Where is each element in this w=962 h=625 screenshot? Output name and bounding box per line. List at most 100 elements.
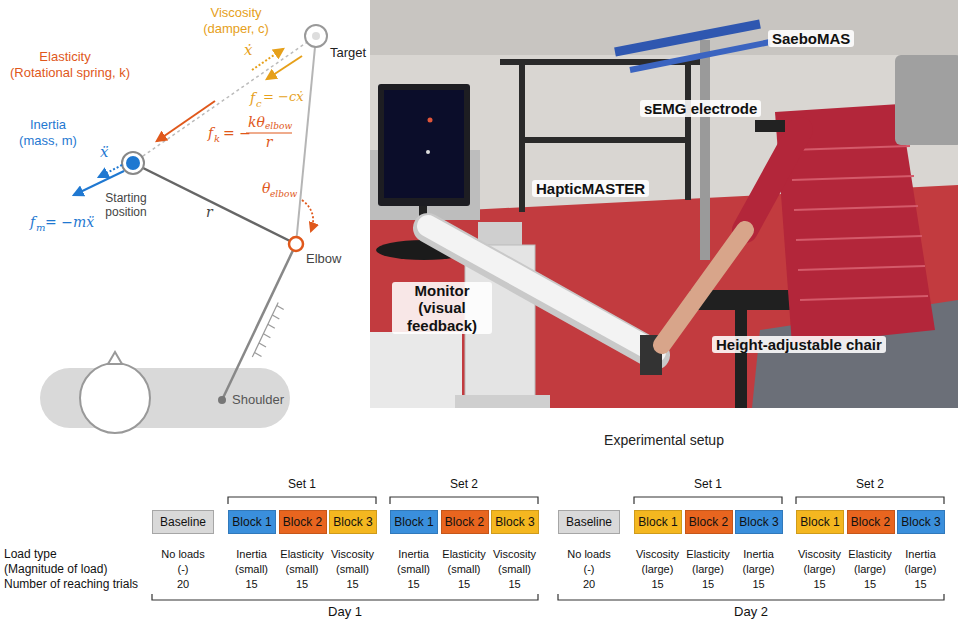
elbow-angle-arrow xyxy=(302,200,313,231)
force-equation: = −mẍ xyxy=(45,214,94,230)
trial-count: 15 xyxy=(864,578,876,591)
load-name: Inertia xyxy=(30,118,66,133)
load-name: Viscosity xyxy=(210,6,261,21)
load-block: Block 1 xyxy=(228,510,276,534)
load-block: Block 2 xyxy=(279,510,327,534)
upper-arm xyxy=(222,244,296,400)
trial-count: 15 xyxy=(508,578,520,591)
acceleration-arrow xyxy=(99,165,122,177)
trial-count: 15 xyxy=(458,578,470,591)
trial-count: 15 xyxy=(346,578,358,591)
load-magnitude: (large) xyxy=(642,563,674,576)
load-magnitude: (large) xyxy=(692,563,724,576)
load-magnitude: (large) xyxy=(743,563,775,576)
emg-strap xyxy=(755,120,785,132)
baseline-box: Baseline xyxy=(558,510,620,534)
load-type: Inertia xyxy=(905,548,936,561)
load-magnitude: (large) xyxy=(854,563,886,576)
target-circle xyxy=(305,25,327,47)
trial-count: 15 xyxy=(651,578,663,591)
block-label: Block 1 xyxy=(800,515,839,529)
trial-count: 15 xyxy=(702,578,714,591)
block-label: Block 3 xyxy=(495,515,534,529)
monitor-screen xyxy=(384,90,464,198)
force-symbol: f xyxy=(208,125,213,141)
brackets xyxy=(152,497,944,600)
reach-path xyxy=(133,36,316,163)
velocity-symbol: ẋ xyxy=(244,42,252,59)
load-block: Block 1 xyxy=(634,510,682,534)
set-label: Set 2 xyxy=(856,478,884,492)
trial-count: 15 xyxy=(245,578,257,591)
saebo-post xyxy=(700,40,710,260)
block-label: Block 2 xyxy=(689,515,728,529)
fraction-denominator: r xyxy=(266,134,273,150)
load-magnitude: (large) xyxy=(905,563,937,576)
target-center xyxy=(312,32,320,40)
trial-count: 15 xyxy=(813,578,825,591)
load-type: No loads xyxy=(161,548,204,561)
load-block: Block 1 xyxy=(390,510,438,534)
sleeve xyxy=(745,130,800,230)
screen-dot xyxy=(428,118,433,123)
load-type: Inertia xyxy=(236,548,267,561)
block-label: Block 2 xyxy=(851,515,890,529)
radius-symbol: r xyxy=(206,204,213,220)
load-magnitude: (-) xyxy=(178,563,189,576)
load-type: Viscosity xyxy=(636,548,679,561)
load-type: Elasticity xyxy=(686,548,729,561)
setup-photo xyxy=(370,0,958,408)
monitor xyxy=(378,84,470,206)
elastic-force-arrow xyxy=(157,101,215,141)
load-element: (damper, c) xyxy=(203,22,269,37)
target-label: Target xyxy=(330,46,366,61)
device-label: sEMG electrode xyxy=(640,100,761,117)
frame xyxy=(500,62,700,212)
fraction-numerator: kθ xyxy=(248,114,265,130)
chair-post xyxy=(735,310,747,408)
load-block: Block 3 xyxy=(897,510,945,534)
set-bracket xyxy=(390,497,538,504)
day-label: Day 1 xyxy=(328,605,362,620)
target-line xyxy=(296,47,315,244)
trial-count: 20 xyxy=(583,578,595,591)
load-type: Inertia xyxy=(743,548,774,561)
device-label: SaeboMAS xyxy=(768,30,854,47)
forearm xyxy=(133,163,296,244)
photo-caption: Experimental setup xyxy=(604,432,724,448)
robot-base xyxy=(455,395,550,408)
day-label: Day 2 xyxy=(734,605,768,620)
load-block: Block 2 xyxy=(847,510,895,534)
block-label: Block 3 xyxy=(333,515,372,529)
trial-count: 15 xyxy=(407,578,419,591)
day-bracket xyxy=(558,594,944,600)
load-block: Block 1 xyxy=(796,510,844,534)
row-header: Load type xyxy=(4,548,57,562)
saebo-arm xyxy=(630,42,770,70)
day-bracket xyxy=(152,594,538,600)
load-block: Block 3 xyxy=(329,510,377,534)
force-subscript: k xyxy=(214,133,220,145)
fixed-hatching xyxy=(252,303,283,358)
force-equation: = −cẋ xyxy=(263,90,304,105)
set-bracket xyxy=(796,497,944,504)
load-type: Elasticity xyxy=(280,548,323,561)
load-magnitude: (large) xyxy=(804,563,836,576)
load-type: Viscosity xyxy=(331,548,374,561)
force-symbol: f xyxy=(250,90,255,106)
wall-top xyxy=(370,0,958,55)
block-label: Block 2 xyxy=(283,515,322,529)
load-block: Block 3 xyxy=(491,510,539,534)
force-symbol: f xyxy=(30,214,35,230)
velocity-arrow xyxy=(252,49,283,70)
head xyxy=(80,363,150,433)
block-label: Block 3 xyxy=(901,515,940,529)
block-label: Block 1 xyxy=(394,515,433,529)
start-circle xyxy=(122,152,144,174)
force-equation: = − xyxy=(223,125,251,141)
load-type: Elasticity xyxy=(848,548,891,561)
trial-count: 15 xyxy=(752,578,764,591)
load-magnitude: (small) xyxy=(336,563,369,576)
load-magnitude: (-) xyxy=(584,563,595,576)
